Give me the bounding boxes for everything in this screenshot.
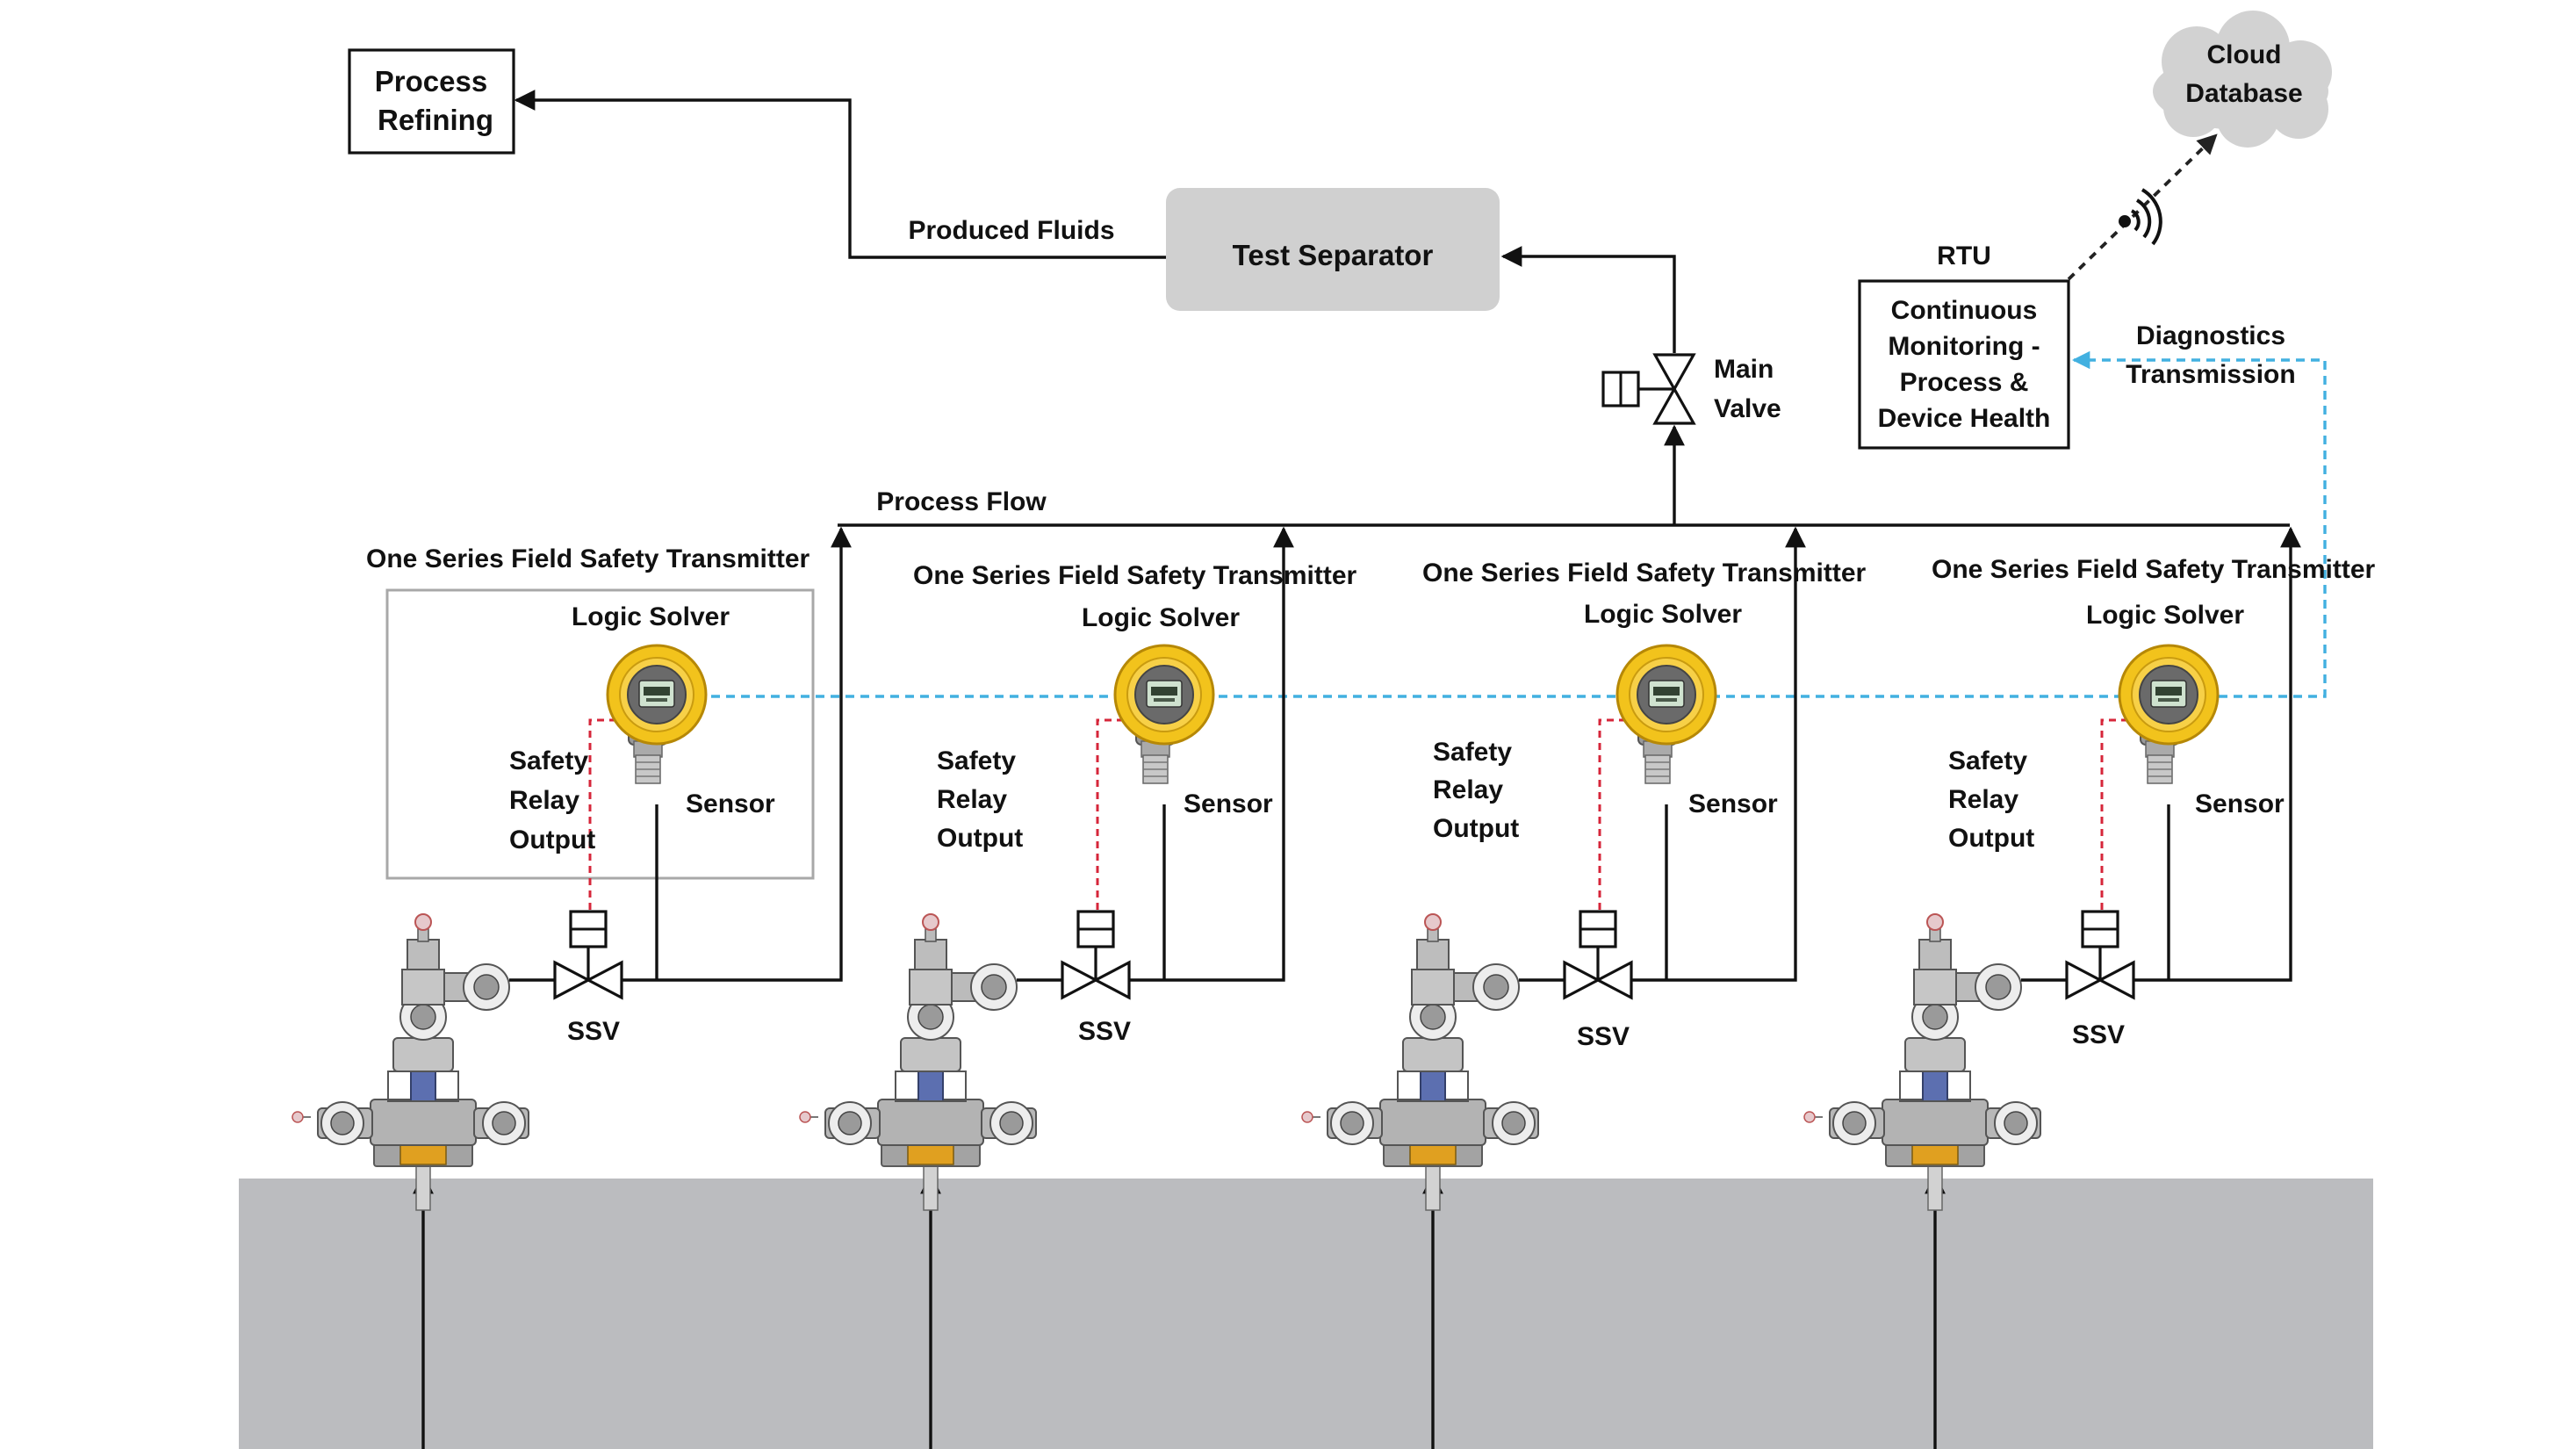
sensor-label: Sensor (1688, 789, 1778, 818)
main-valve (1601, 353, 1696, 425)
produced-fluids-line (514, 90, 1166, 259)
safety-transmitter-icon (606, 644, 708, 785)
safety-transmitter-icon (1615, 644, 1717, 785)
riser-line (622, 526, 852, 982)
sensor-label: Sensor (686, 789, 775, 818)
wellhead-icon (291, 913, 529, 1211)
transmitter-label: One Series Field Safety Transmitter (1422, 559, 1867, 588)
safety-relay-line (2100, 718, 2146, 910)
well-unit: One Series Field Safety TransmitterLogic… (799, 526, 1357, 1449)
safety-relay-line (1096, 718, 1141, 910)
wireless-uplink (2067, 133, 2218, 281)
logic-solver-box (385, 588, 815, 880)
ssv-valve-right (1594, 960, 1633, 1000)
transmitter-label: One Series Field Safety Transmitter (366, 544, 810, 573)
cloud-label-1: Cloud (2207, 40, 2282, 69)
safety-relay-label-1: Safety (937, 746, 1016, 775)
safety-transmitter-icon (2118, 644, 2220, 785)
process-flow-label: Process Flow (876, 487, 1047, 516)
ssv-valve-left (553, 960, 592, 1000)
transmitter-label: One Series Field Safety Transmitter (1932, 555, 2376, 584)
wellhead-icon (799, 913, 1037, 1211)
rtu-line-3: Process & (1900, 368, 2029, 397)
riser-line (1129, 526, 1294, 982)
safety-relay-line (588, 718, 634, 910)
ssv-valve-right (1092, 960, 1131, 1000)
rtu-line-4: Device Health (1878, 404, 2051, 433)
ground (239, 1179, 2373, 1449)
ssv-label: SSV (2072, 1020, 2125, 1049)
cloud-database (2153, 11, 2332, 148)
logic-solver-label: Logic Solver (1584, 600, 1742, 629)
sensor-label: Sensor (2195, 789, 2285, 818)
logic-solver-label: Logic Solver (2086, 601, 2244, 630)
well-unit: One Series Field Safety TransmitterLogic… (1803, 526, 2376, 1449)
ssv-valve-left (1061, 960, 1099, 1000)
process-refining-box: Process Refining (348, 48, 515, 155)
safety-relay-label-2: Relay (1948, 785, 2018, 814)
wellhead-icon (1803, 913, 2041, 1211)
ssv-valve-left (1563, 960, 1601, 1000)
wells: One Series Field Safety TransmitterLogic… (291, 526, 2376, 1449)
diagnostics-transmission-line (711, 350, 2327, 698)
diagnostics-label-2: Transmission (2126, 360, 2295, 389)
rtu-line-1: Continuous (1891, 296, 2038, 325)
safety-relay-label-2: Relay (1433, 775, 1503, 804)
test-separator: Test Separator (1166, 188, 1500, 311)
test-separator-label: Test Separator (1233, 239, 1434, 271)
rtu-line-2: Monitoring - (1888, 332, 2040, 361)
safety-relay-label-2: Relay (509, 786, 579, 815)
logic-solver-label: Logic Solver (1082, 603, 1240, 632)
ssv-valve-left (2065, 960, 2104, 1000)
wellhead-icon (1301, 913, 1539, 1211)
ssv-valve-right (585, 960, 623, 1000)
diagnostics-label-1: Diagnostics (2136, 321, 2285, 350)
riser-line (1631, 526, 1806, 982)
safety-relay-label-3: Output (937, 824, 1023, 853)
cloud-label-2: Database (2185, 79, 2302, 108)
safety-relay-label-1: Safety (1433, 738, 1512, 767)
valve-to-separator-line (1500, 246, 1676, 353)
safety-relay-label-3: Output (1948, 824, 2034, 853)
safety-relay-line (1598, 718, 1644, 910)
well-unit: One Series Field Safety TransmitterLogic… (1301, 526, 1867, 1449)
safety-relay-label-3: Output (1433, 814, 1519, 843)
safety-relay-label-3: Output (509, 825, 595, 854)
riser-line (2133, 526, 2301, 982)
logic-solver-label: Logic Solver (572, 602, 730, 631)
safety-relay-label-2: Relay (937, 785, 1007, 814)
process-refining-label-2: Refining (378, 104, 493, 136)
wireless-icon (2119, 188, 2162, 246)
ssv-label: SSV (567, 1017, 620, 1046)
safety-relay-label-1: Safety (509, 746, 588, 775)
ssv-label: SSV (1078, 1017, 1131, 1046)
transmitter-label: One Series Field Safety Transmitter (913, 561, 1357, 590)
process-refining-label-1: Process (375, 65, 487, 97)
ssv-label: SSV (1577, 1022, 1630, 1051)
main-valve-label-1: Main (1714, 355, 1774, 384)
safety-relay-label-1: Safety (1948, 746, 2027, 775)
well-unit: One Series Field Safety TransmitterLogic… (291, 526, 852, 1449)
sensor-label: Sensor (1184, 789, 1273, 818)
ssv-valve-right (2097, 960, 2135, 1000)
rtu-title: RTU (1937, 242, 1991, 270)
produced-fluids-label: Produced Fluids (908, 216, 1114, 245)
main-valve-label-2: Valve (1714, 394, 1781, 423)
safety-transmitter-icon (1113, 644, 1215, 785)
rtu-box: Continuous Monitoring - Process & Device… (1858, 279, 2070, 450)
